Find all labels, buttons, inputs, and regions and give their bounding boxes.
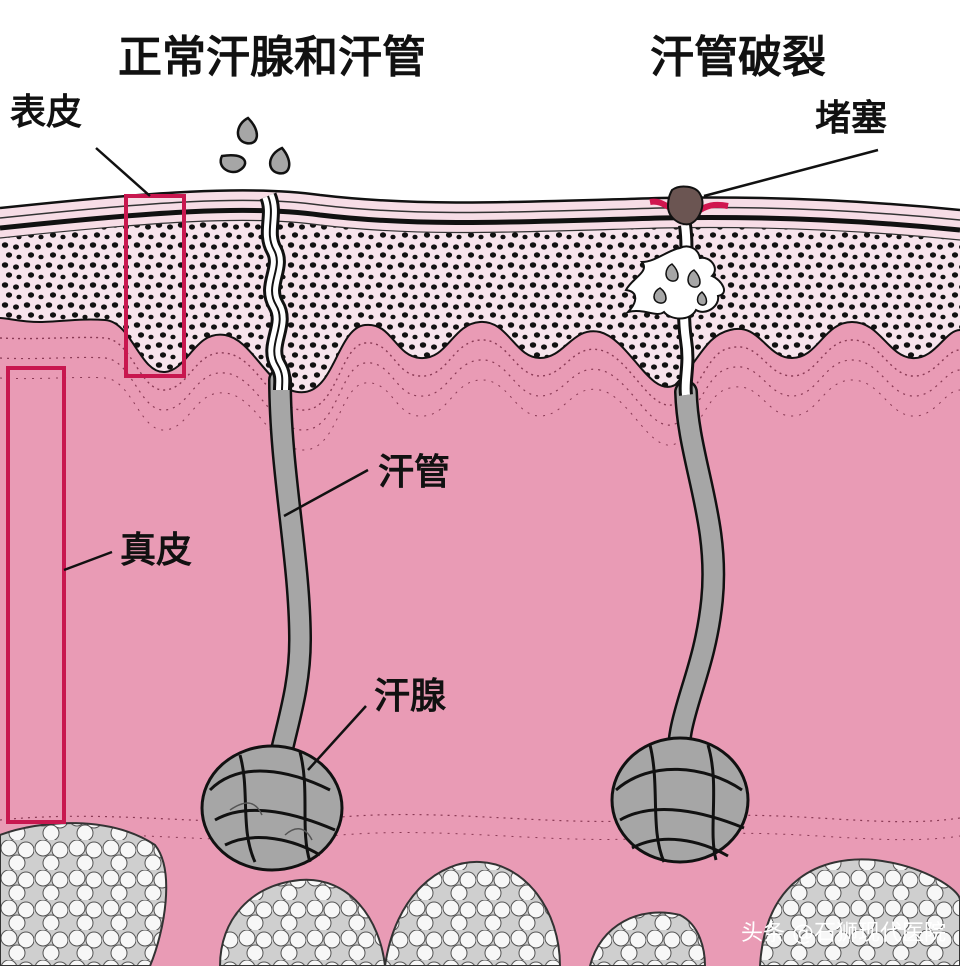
- watermark: 头条 @石狮现代医院: [741, 921, 946, 946]
- label-epidermis: 表皮: [10, 92, 82, 133]
- fat-lobules: [0, 822, 960, 966]
- skin-surface: [0, 189, 960, 212]
- rupture-splash: [624, 245, 725, 320]
- sweat-droplets: [219, 116, 291, 175]
- sweat-duct-leader-line: [283, 468, 369, 518]
- dermis-leader-line: [63, 550, 113, 572]
- blockage-plug: [649, 185, 729, 226]
- epidermis-highlight-box: [124, 194, 186, 378]
- dermal-epidermal-junction: [0, 317, 960, 394]
- blockage-leader-line: [703, 148, 879, 198]
- label-dermis: 真皮: [120, 530, 192, 571]
- epidermis-leader-line: [95, 147, 151, 197]
- label-sweat-gland: 汗腺: [374, 676, 447, 717]
- ruptured-sweat-gland: [610, 736, 750, 864]
- normal-sweat-gland: [200, 744, 344, 872]
- normal-sweat-duct: [259, 192, 313, 802]
- dermis-highlight-box: [6, 366, 66, 824]
- title-rupture: 汗管破裂: [650, 32, 826, 83]
- label-sweat-duct: 汗管: [378, 452, 450, 493]
- title-normal: 正常汗腺和汗管: [118, 32, 426, 83]
- label-blockage: 堵塞: [815, 98, 887, 139]
- sweat-gland-leader-line: [307, 705, 367, 771]
